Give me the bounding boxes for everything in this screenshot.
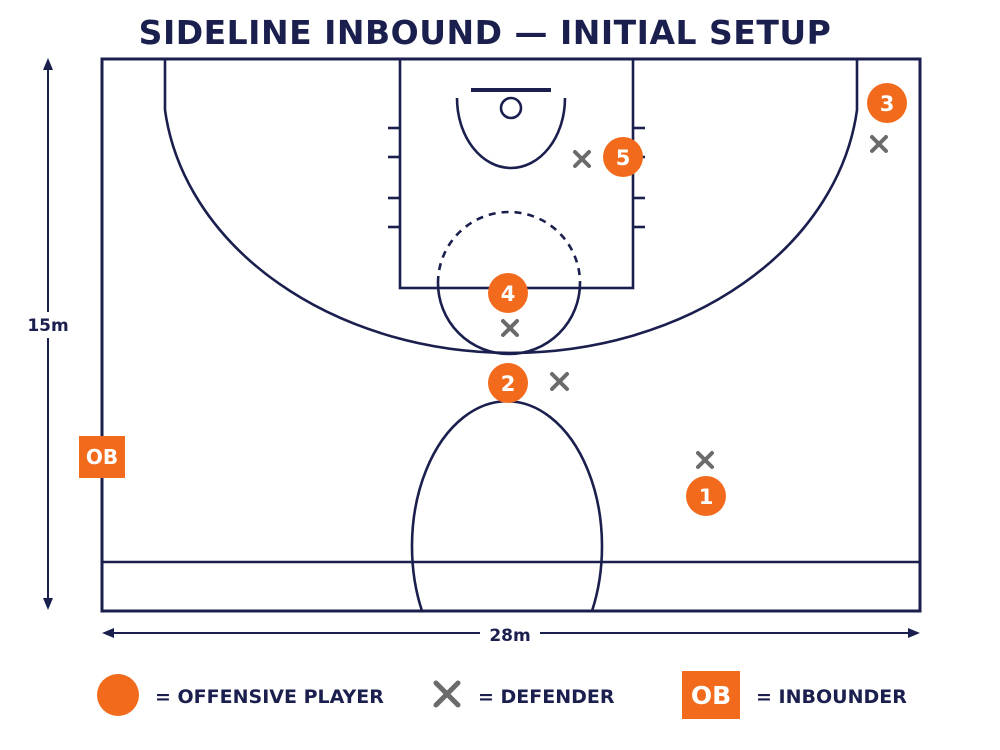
defender-x2 — [550, 372, 569, 391]
defender-x4 — [501, 319, 519, 337]
half-court — [100, 57, 922, 613]
defender-x3 — [870, 135, 888, 153]
defender-x1 — [696, 451, 714, 469]
diagram-title: SIDELINE INBOUND — INITIAL SETUP — [139, 13, 832, 52]
inbounder-marker: OB — [79, 436, 125, 478]
offensive-player-5: 5 — [603, 137, 643, 177]
height-label: 15m — [27, 316, 68, 336]
legend-inbounder: OB = INBOUNDER — [682, 671, 907, 719]
svg-text:1: 1 — [699, 485, 714, 509]
offensive-player-2: 2 — [488, 363, 528, 403]
svg-text:= INBOUNDER: = INBOUNDER — [756, 686, 907, 708]
defender-x5 — [573, 150, 591, 168]
width-dimension: 28m — [102, 622, 920, 646]
svg-text:OB: OB — [86, 445, 118, 469]
offensive-player-3: 3 — [867, 83, 907, 123]
legend-defender: = DEFENDER — [433, 680, 615, 708]
svg-text:4: 4 — [501, 282, 516, 306]
center-circle — [410, 400, 604, 612]
free-throw-circle-bottom — [436, 282, 582, 356]
offensive-player-1: 1 — [686, 476, 726, 516]
restricted-area-arc — [455, 97, 567, 170]
free-throw-lane — [398, 57, 635, 290]
svg-text:= DEFENDER: = DEFENDER — [478, 686, 615, 708]
court-boundary — [100, 57, 922, 613]
height-dimension: 15m — [20, 58, 76, 610]
free-throw-circle-top — [436, 210, 582, 284]
svg-text:5: 5 — [616, 146, 631, 170]
offensive-players: 5 3 4 2 1 — [488, 83, 907, 516]
defenders — [501, 135, 888, 469]
legend-offense: = OFFENSIVE PLAYER — [97, 674, 384, 716]
offensive-player-4: 4 — [488, 273, 528, 313]
width-label: 28m — [489, 626, 530, 646]
svg-text:OB: OB — [691, 681, 731, 710]
legend: = OFFENSIVE PLAYER = DEFENDER OB = INBOU… — [97, 671, 907, 719]
svg-text:= OFFENSIVE PLAYER: = OFFENSIVE PLAYER — [155, 686, 384, 708]
svg-text:3: 3 — [880, 92, 895, 116]
svg-text:2: 2 — [501, 372, 516, 396]
rim — [499, 96, 523, 120]
